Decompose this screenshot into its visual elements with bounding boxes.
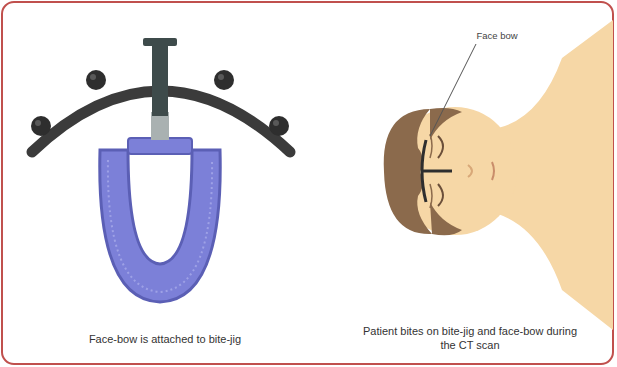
figure-caption: Patient bites on bite-jig and face-bow d…	[355, 325, 585, 353]
nose	[468, 165, 472, 177]
eye	[438, 136, 443, 158]
callout-label: Face bow	[474, 30, 519, 42]
post-handle	[143, 38, 177, 46]
leader-line	[430, 44, 476, 136]
bite-jig-texture	[108, 160, 212, 292]
bite-jig-top	[128, 138, 192, 154]
post-connector	[151, 112, 169, 140]
mouth	[492, 162, 494, 180]
bite-jig	[100, 150, 220, 302]
marker-spheres	[31, 70, 289, 136]
face-bow-stem	[421, 170, 452, 173]
panel-frame	[2, 2, 613, 364]
eye	[438, 184, 443, 206]
face-bow-post	[152, 40, 168, 116]
figure-caption: Face-bow is attached to bite-jig	[89, 333, 241, 347]
